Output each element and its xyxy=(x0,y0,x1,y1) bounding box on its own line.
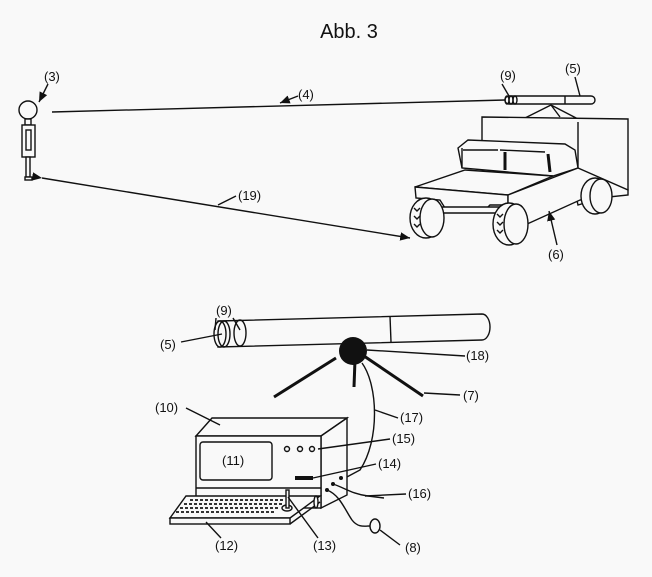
leader-vehicle xyxy=(547,210,558,246)
figure-title: Abb. 3 xyxy=(320,21,378,43)
label-screen: (11) xyxy=(222,453,244,468)
label-tripod: (7) xyxy=(463,388,479,403)
label-tube-vehicle: (5) xyxy=(565,61,581,76)
leader-tube-vehicle xyxy=(574,76,581,97)
label-joystick: (13) xyxy=(313,538,336,553)
tripod xyxy=(273,337,424,399)
label-vehicle: (6) xyxy=(548,247,564,262)
mount-ball xyxy=(339,337,367,365)
leader-optics-vehicle xyxy=(501,83,510,97)
leader-beam-return xyxy=(217,195,237,206)
label-optics-vehicle: (9) xyxy=(500,68,516,83)
label-slot: (14) xyxy=(378,456,401,471)
label-cable: (17) xyxy=(400,410,423,425)
vehicle xyxy=(409,95,629,246)
leader-keyboard xyxy=(205,521,222,539)
cable-17 xyxy=(344,362,376,479)
label-computer: (10) xyxy=(155,400,178,415)
leader-power-cable xyxy=(364,493,407,497)
leader-beam-out xyxy=(279,95,299,104)
beam-outgoing xyxy=(51,99,506,113)
label-trigger: (8) xyxy=(405,540,421,555)
label-mount: (18) xyxy=(466,348,489,363)
beam-return xyxy=(31,172,411,241)
label-person: (3) xyxy=(44,69,60,84)
label-beam-return: (19) xyxy=(238,188,261,203)
leader-slot xyxy=(312,463,377,479)
label-optics: (9) xyxy=(216,303,232,318)
leader-joystick xyxy=(287,496,319,539)
label-tube: (5) xyxy=(160,337,176,352)
leader-computer xyxy=(185,407,221,426)
leader-person xyxy=(38,83,49,103)
leader-buttons xyxy=(317,438,391,450)
computer xyxy=(168,416,385,534)
leader-tube xyxy=(180,333,223,343)
leader-cable xyxy=(374,409,399,419)
label-power-cable: (16) xyxy=(408,486,431,501)
leader-tripod xyxy=(423,392,461,396)
label-beam-out: (4) xyxy=(298,87,314,102)
leader-optics-a xyxy=(214,317,217,331)
leader-mount xyxy=(366,349,466,357)
label-buttons: (15) xyxy=(392,431,415,446)
label-keyboard: (12) xyxy=(215,538,238,553)
person-figure xyxy=(18,100,38,181)
leader-trigger xyxy=(379,529,401,546)
leader-optics-b xyxy=(232,317,241,331)
